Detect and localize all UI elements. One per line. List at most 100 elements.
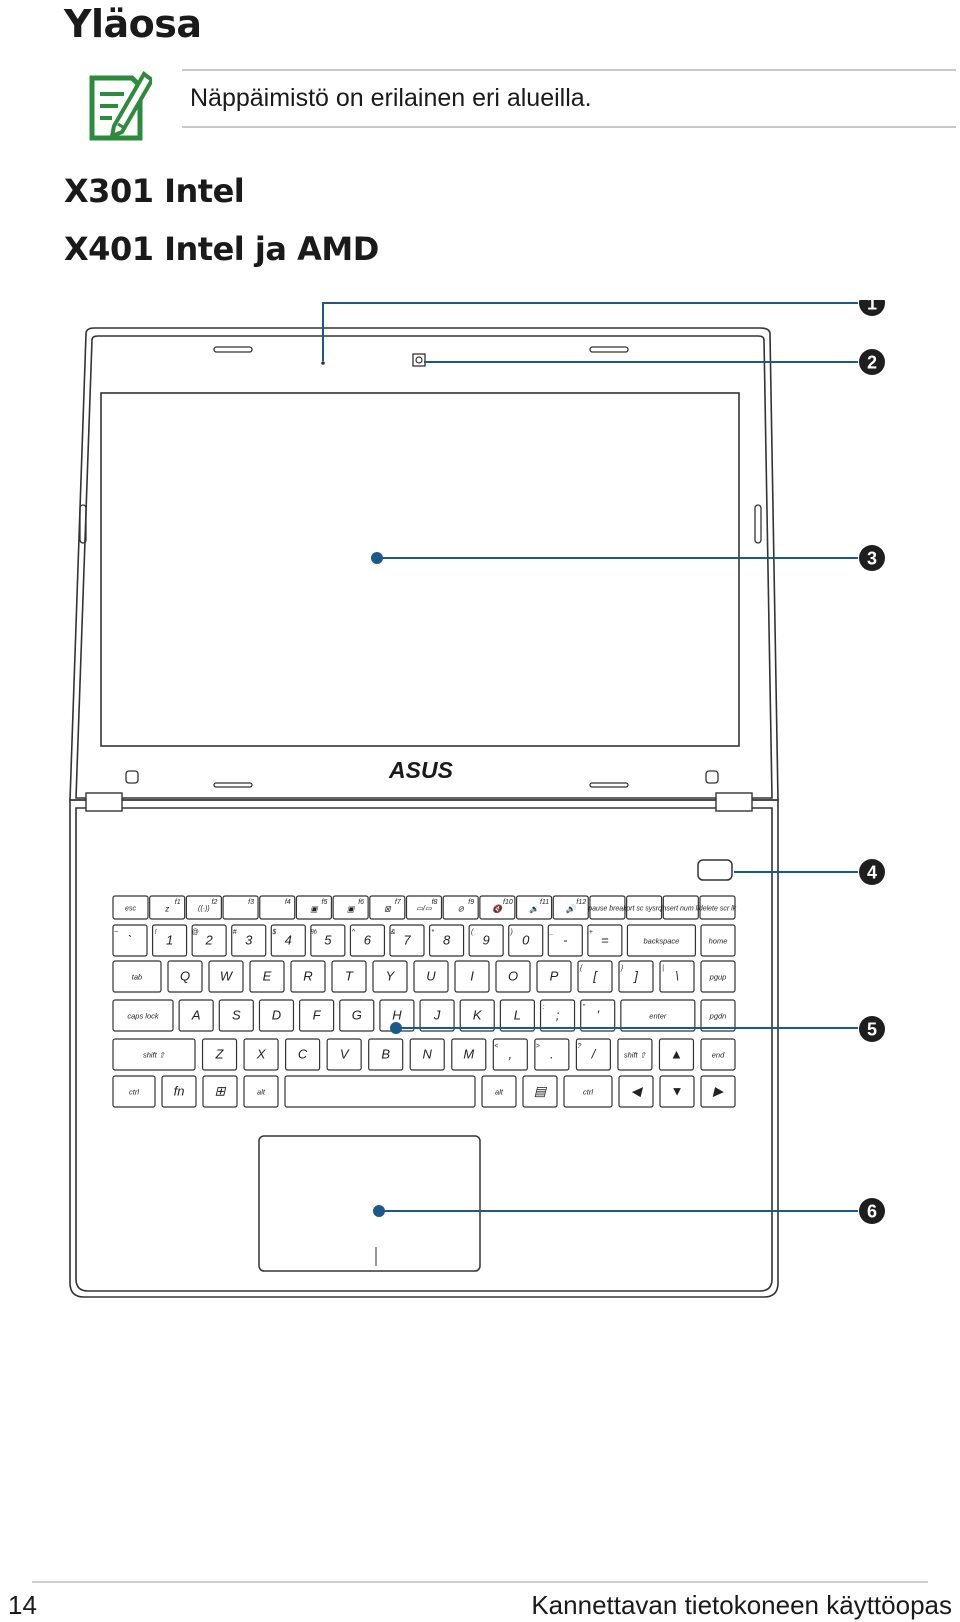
keyboard-key: end — [700, 1038, 736, 1071]
keyboard-key: V — [326, 1038, 362, 1071]
svg-text:6: 6 — [867, 1202, 877, 1222]
key-label: esc — [125, 906, 136, 913]
key-label: ] — [632, 969, 638, 984]
key-secondary-label: f9 — [468, 899, 474, 906]
key-label: enter — [649, 1012, 667, 1021]
key-label: Q — [180, 969, 190, 984]
keyboard-key: O — [495, 960, 531, 993]
key-label: 1 — [166, 933, 173, 948]
key-label: 🔉 — [528, 905, 539, 914]
keyboard-key: 7& — [389, 924, 425, 957]
keyboard-key: ctrl — [563, 1075, 613, 1108]
keyboard-key: ▶ — [700, 1075, 736, 1108]
key-secondary-label: ? — [577, 1043, 581, 1050]
key-label: F — [313, 1008, 322, 1023]
keyboard-key: X — [243, 1038, 279, 1071]
keyboard-key: -_ — [547, 924, 583, 957]
footer-title: Kannettavan tietokoneen käyttöopas — [531, 1590, 952, 1620]
key-label: , — [508, 1047, 512, 1062]
callout-3: 3 — [859, 545, 885, 571]
keyboard-key: 2@ — [191, 924, 227, 957]
keyboard-key: 9( — [468, 924, 504, 957]
key-secondary-label: $ — [271, 929, 276, 936]
keyboard-key: `~ — [112, 924, 148, 957]
key-label: pgup — [709, 973, 727, 982]
key-label: ▣ — [310, 905, 319, 914]
key-label: U — [426, 969, 436, 984]
key-label: 9 — [483, 933, 490, 948]
keyboard-key: I — [454, 960, 490, 993]
key-secondary-label: f2 — [211, 899, 217, 906]
keyboard-key: G — [339, 999, 375, 1032]
keyboard-key: ▭/▭f8 — [405, 895, 443, 920]
note-pencil-icon — [89, 71, 152, 141]
svg-text:3: 3 — [867, 549, 877, 569]
model-heading-2: X401 Intel ja AMD — [64, 230, 379, 268]
key-secondary-label: ( — [471, 929, 474, 936]
note-text: Näppäimistö on erilainen eri alueilla. — [190, 84, 592, 112]
keyboard-key: 3# — [231, 924, 267, 957]
keyboard-key: f4 — [259, 895, 296, 920]
keyboard-key: shift ⇧ — [617, 1038, 653, 1071]
svg-text:4: 4 — [867, 863, 877, 883]
key-secondary-label: f3 — [248, 899, 254, 906]
keyboard-key: backspace — [626, 924, 697, 957]
key-secondary-label: & — [391, 929, 396, 936]
key-secondary-label: # — [233, 929, 237, 936]
key-label: ◀ — [631, 1084, 644, 1099]
keyboard-key: ▤ — [522, 1075, 558, 1108]
key-label: 0 — [522, 933, 530, 948]
keyboard-key: S — [218, 999, 254, 1032]
keyboard-key: 4$ — [270, 924, 306, 957]
keyboard-key: pause break — [587, 895, 627, 920]
key-secondary-label: f12 — [576, 899, 586, 906]
keyboard-key: caps lock — [112, 999, 174, 1032]
keyboard-key: ;: — [539, 999, 576, 1032]
key-secondary-label: { — [580, 965, 583, 972]
key-label: fn — [174, 1084, 185, 1099]
svg-text:2: 2 — [867, 353, 877, 373]
key-label: W — [220, 969, 234, 984]
key-secondary-label: f10 — [503, 899, 513, 906]
keyboard-key: ▲ — [658, 1038, 695, 1071]
key-label: Z — [215, 1047, 225, 1062]
callout-6: 6 — [859, 1198, 885, 1224]
keyboard-key: enter — [620, 999, 696, 1032]
keyboard-key: 1! — [151, 924, 188, 957]
key-label: ▣ — [347, 905, 356, 914]
display-panel — [100, 392, 740, 747]
keyboard-key: /? — [575, 1038, 611, 1071]
keyboard-key: E — [249, 960, 285, 993]
callout-2: 2 — [859, 349, 885, 375]
key-label: I — [470, 969, 474, 984]
keyboard-key: Y — [372, 960, 408, 993]
key-label: R — [303, 969, 312, 984]
keyboard-key: insert num lk — [661, 895, 701, 920]
camera — [412, 353, 426, 367]
key-label: tab — [132, 973, 142, 982]
key-label: pgdn — [709, 1012, 727, 1021]
key-label: delete scr lk — [699, 906, 737, 913]
key-secondary-label: f8 — [432, 899, 438, 906]
keyboard-key: '" — [580, 999, 616, 1032]
key-label: 5 — [324, 933, 332, 948]
key-label: T — [345, 969, 354, 984]
keyboard-key: prt sc sysrq — [625, 895, 663, 920]
key-label: shift ⇧ — [143, 1051, 165, 1060]
asus-logo: ASUS — [388, 757, 454, 783]
key-label: ctrl — [583, 1088, 593, 1097]
keyboard-key: A — [178, 999, 214, 1032]
key-label: 3 — [245, 933, 253, 948]
power-button — [697, 859, 733, 881]
base-deck — [69, 799, 779, 1298]
keyboard-key: 5% — [310, 924, 346, 957]
keyboard-key: zf1 — [149, 895, 186, 920]
key-secondary-label: f4 — [285, 899, 291, 906]
key-label: ctrl — [129, 1088, 139, 1097]
callout-dots — [371, 552, 402, 1217]
key-label: ⊠ — [384, 905, 392, 914]
key-label: H — [392, 1008, 402, 1023]
keyboard-key: alt — [481, 1075, 517, 1108]
key-label: M — [463, 1047, 474, 1062]
